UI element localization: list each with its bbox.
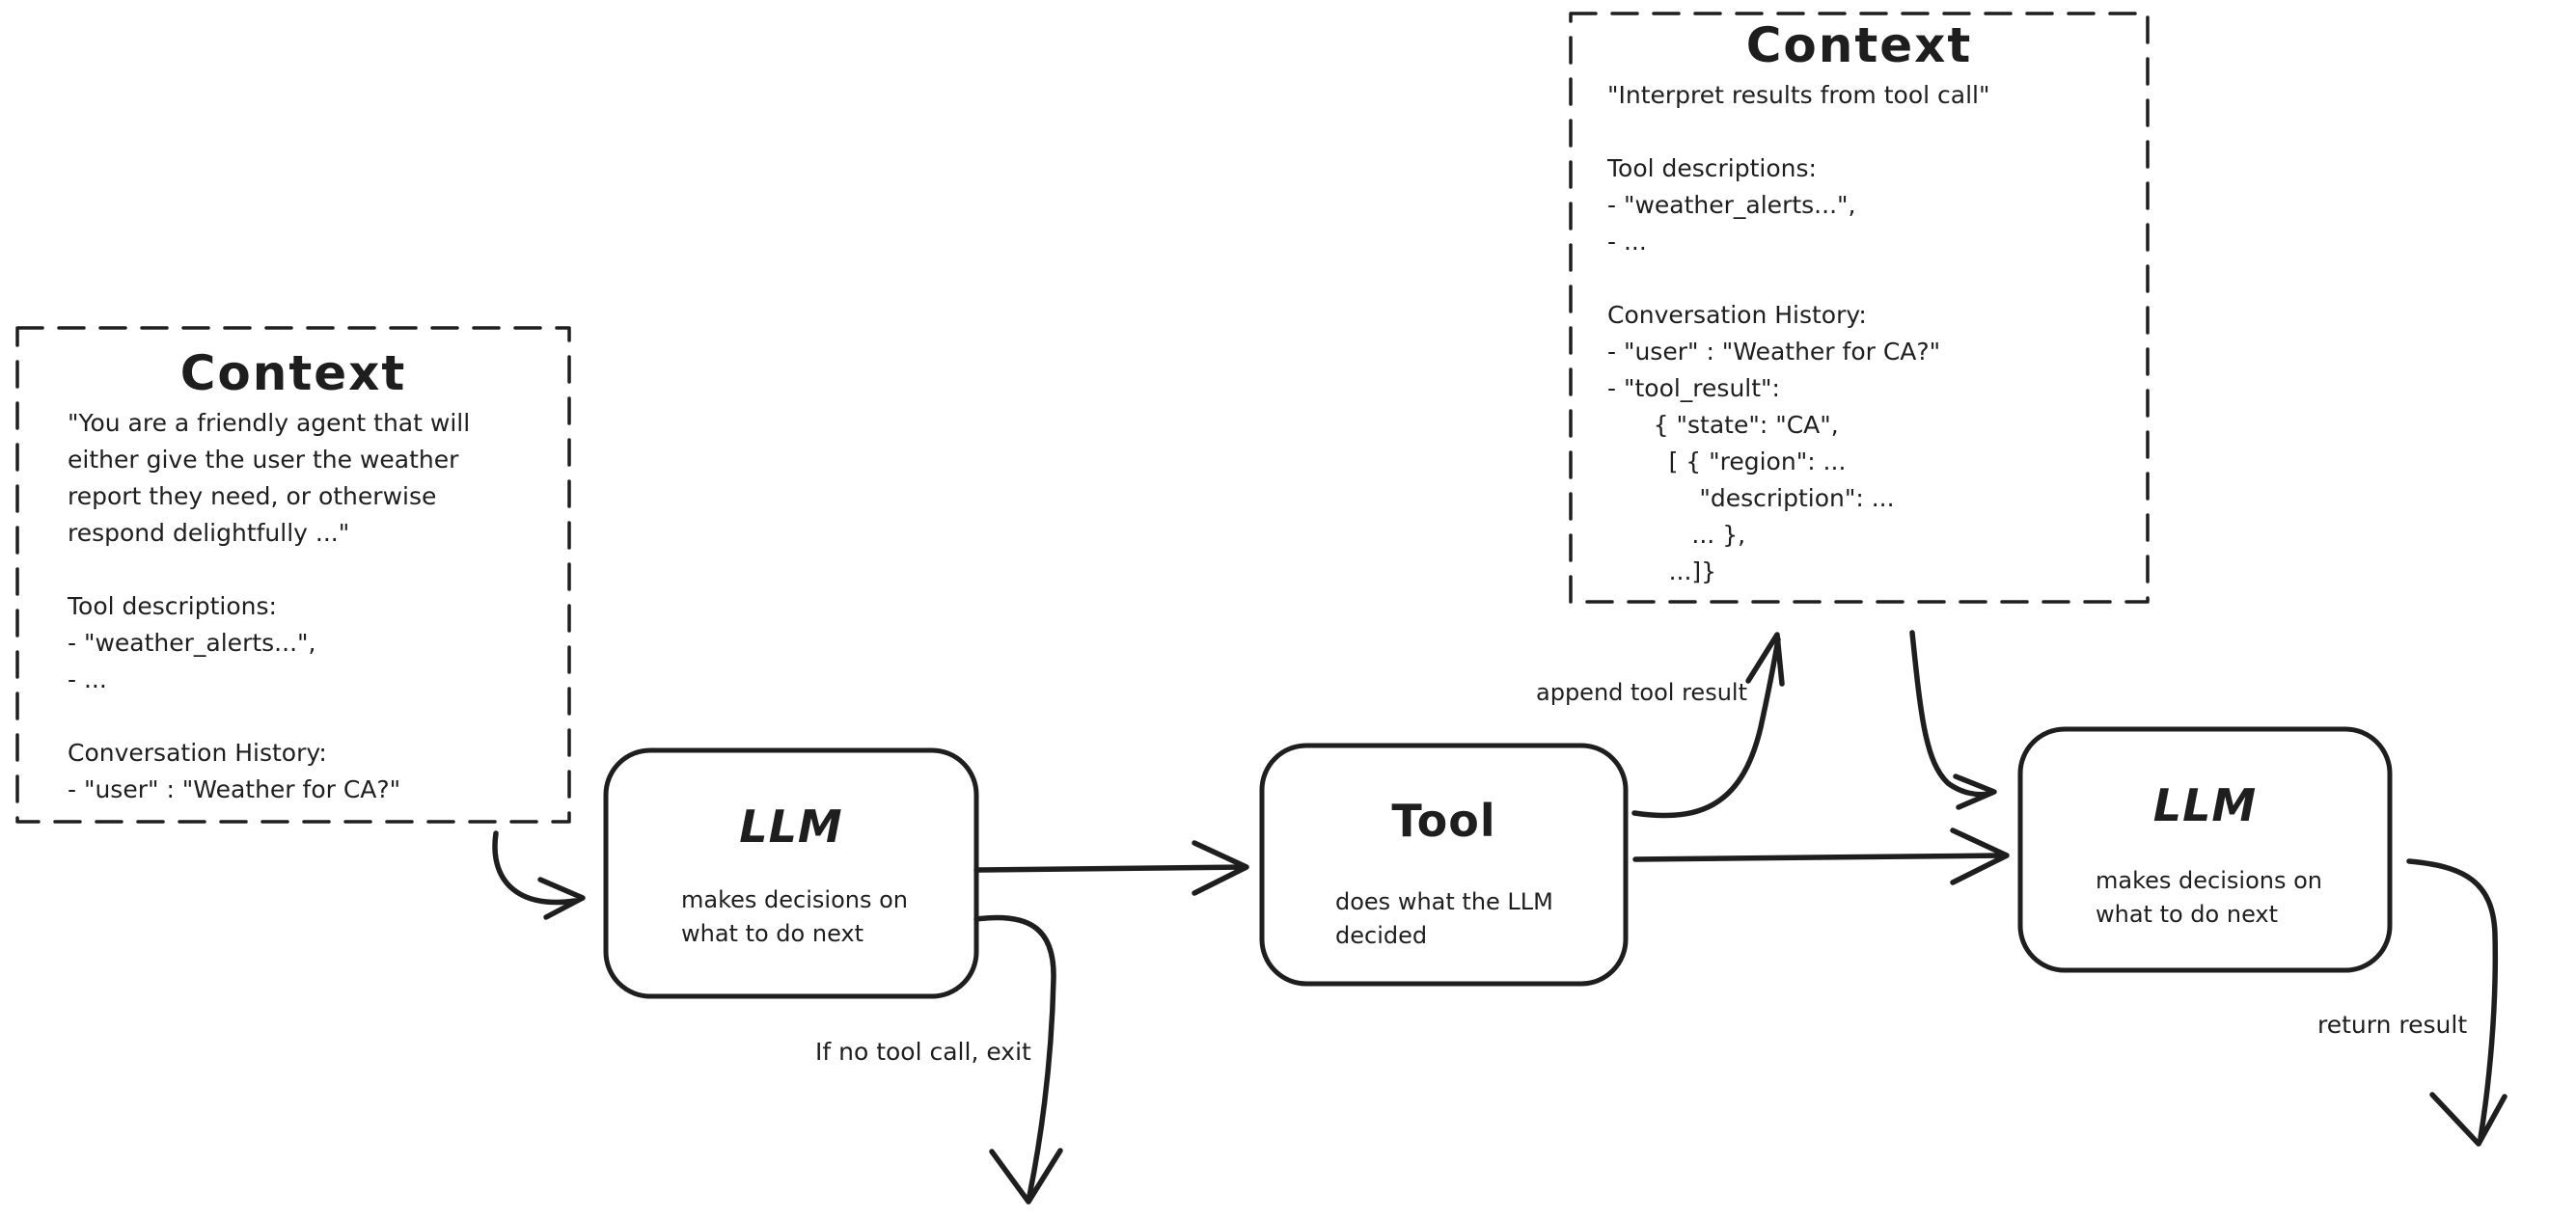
llm-1-title: LLM [739, 800, 843, 853]
append-tool-result-label: append tool result [1536, 679, 1747, 706]
tool-box [1259, 743, 1629, 987]
arrow-llm-1-to-tool [973, 840, 1249, 896]
context-top-title: Context [1745, 17, 1973, 73]
context-left-body: "You are a friendly agent that will eith… [68, 409, 471, 803]
if-no-tool-call-exit-label: If no tool call, exit [815, 1038, 1031, 1066]
context-top-body: "Interpret results from tool call" Tool … [1607, 81, 1990, 585]
tool-subtitle: does what the LLM decided [1335, 888, 1553, 949]
context-left-box-border [15, 326, 571, 824]
tool-title: Tool [1391, 795, 1496, 847]
arrow-llm-2-return-result [2406, 858, 2507, 1147]
context-left-title: Context [179, 345, 407, 401]
arrow-tool-to-llm-2 [1632, 828, 2010, 885]
llm-2-box [2017, 726, 2393, 973]
llm-2-title: LLM [2152, 779, 2258, 831]
arrow-context-left-to-llm-1 [492, 830, 586, 920]
context-top-box-border [1569, 12, 2150, 604]
llm-1-box [603, 747, 979, 999]
llm-2-subtitle: makes decisions on what to do next [2096, 867, 2322, 928]
return-result-label: return result [2317, 1011, 2468, 1039]
llm-1-subtitle: makes decisions on what to do next [681, 886, 908, 947]
arrow-llm-1-exit [973, 914, 1063, 1205]
arrow-tool-to-context-top [1631, 632, 1785, 819]
arrow-context-top-to-llm-2 [1909, 630, 1997, 810]
